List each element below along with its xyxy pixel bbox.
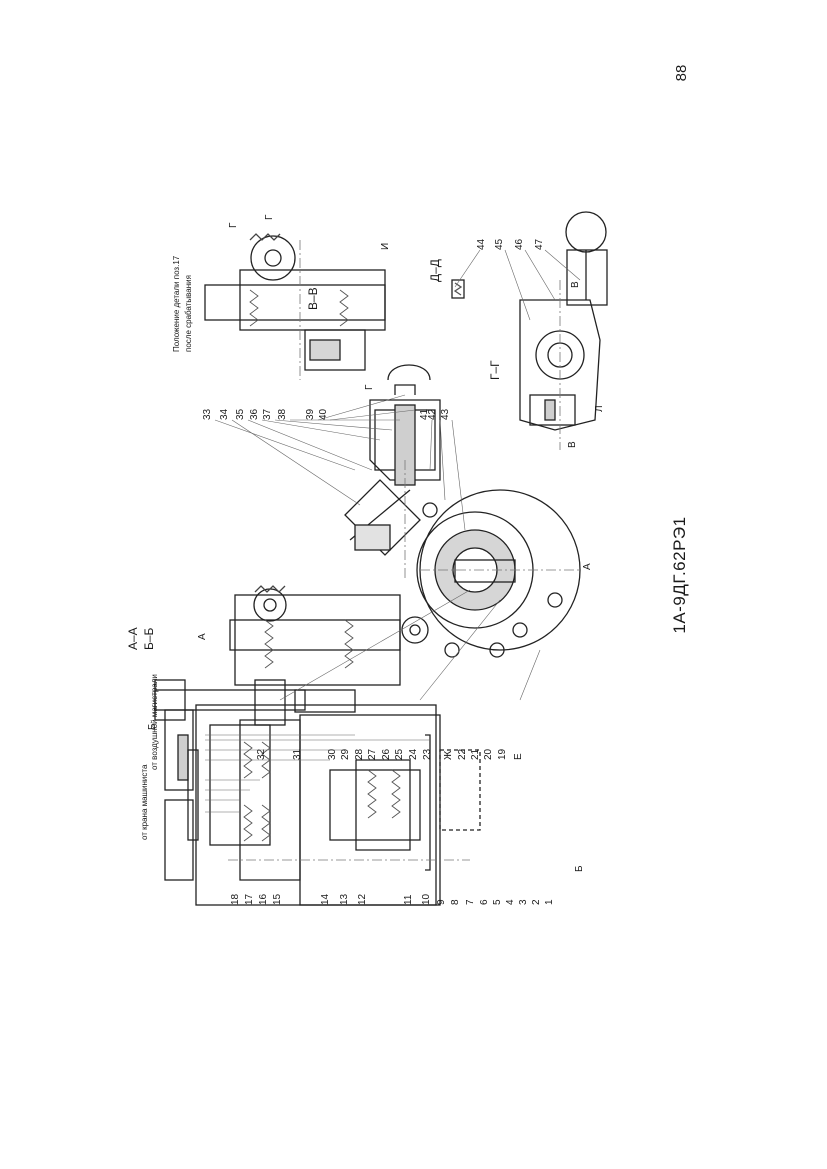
callout: 37 (262, 408, 273, 420)
callout: 19 (497, 748, 508, 760)
callout: 8 (450, 899, 461, 905)
assembly-section-aa (164, 704, 481, 906)
section-mark: А (197, 633, 208, 640)
callout: 31 (292, 748, 303, 760)
callouts-top-group: 33 34 35 36 37 38 39 40 41 42 43 (202, 408, 451, 420)
callout: 4 (505, 899, 516, 905)
callout: 22 (457, 748, 468, 760)
section-marks-group: Б Б А А Г Г В В И Л Г (147, 214, 605, 872)
callout: 29 (340, 748, 351, 760)
callout: 35 (235, 408, 246, 420)
callout: 2 (531, 899, 542, 905)
assembly-section-dd (451, 279, 465, 299)
section-mark: В (570, 281, 581, 288)
callout: 45 (494, 238, 505, 250)
callout: Ж (443, 750, 454, 760)
callout: 15 (272, 893, 283, 905)
callout: 13 (339, 893, 350, 905)
callout: 26 (381, 748, 392, 760)
callout: 41 (419, 408, 430, 420)
callout: 36 (249, 408, 260, 420)
callout: 18 (230, 893, 241, 905)
leader-lines (205, 249, 581, 813)
callout: 25 (394, 748, 405, 760)
letter-mark: Г (228, 222, 239, 228)
letter-mark: Л (594, 405, 605, 412)
callout: 21 (470, 748, 481, 760)
callout: 7 (465, 899, 476, 905)
section-mark: А (582, 563, 593, 570)
callout: 14 (320, 893, 331, 905)
callout: 33 (202, 408, 213, 420)
section-mark: Г (264, 214, 275, 220)
callout: 28 (354, 748, 365, 760)
callout: 46 (514, 238, 525, 250)
callout: 47 (534, 238, 545, 250)
section-mark: Г (364, 384, 375, 390)
callout: 38 (277, 408, 288, 420)
assembly-section-vv (204, 233, 386, 380)
callout: 34 (219, 408, 230, 420)
callouts-middle-group: 32 31 30 29 28 27 26 25 24 23 Ж 22 21 20… (256, 748, 524, 760)
callout: 20 (483, 748, 494, 760)
section-mark: В (567, 441, 578, 448)
callout: 17 (244, 893, 255, 905)
callout: 40 (318, 408, 329, 420)
callout: 42 (427, 408, 438, 420)
callout: 27 (367, 748, 378, 760)
callout: 43 (440, 408, 451, 420)
callout: 16 (258, 893, 269, 905)
callout: 6 (479, 899, 490, 905)
callout: 23 (422, 748, 433, 760)
callout: Е (513, 753, 524, 760)
callout: 24 (408, 748, 419, 760)
callout: 39 (305, 408, 316, 420)
callout: 12 (357, 893, 368, 905)
callout: 5 (492, 899, 503, 905)
section-mark: Б (574, 865, 585, 872)
letter-mark: И (380, 243, 391, 250)
callout: 44 (476, 238, 487, 250)
assembly-section-bb (154, 364, 581, 726)
callout: 9 (436, 899, 447, 905)
callout: 30 (327, 748, 338, 760)
callouts-right-group: 44 45 46 47 (476, 238, 545, 250)
section-mark: Б (147, 723, 158, 730)
callout: 32 (256, 748, 267, 760)
assembly-section-gg (519, 211, 608, 450)
callout: 11 (403, 894, 414, 905)
callout: 10 (421, 893, 432, 905)
callout: 3 (518, 899, 529, 905)
callouts-left-group: 18 17 16 15 14 13 12 11 10 9 8 7 6 5 4 3… (230, 893, 555, 905)
callout: 1 (544, 899, 555, 905)
